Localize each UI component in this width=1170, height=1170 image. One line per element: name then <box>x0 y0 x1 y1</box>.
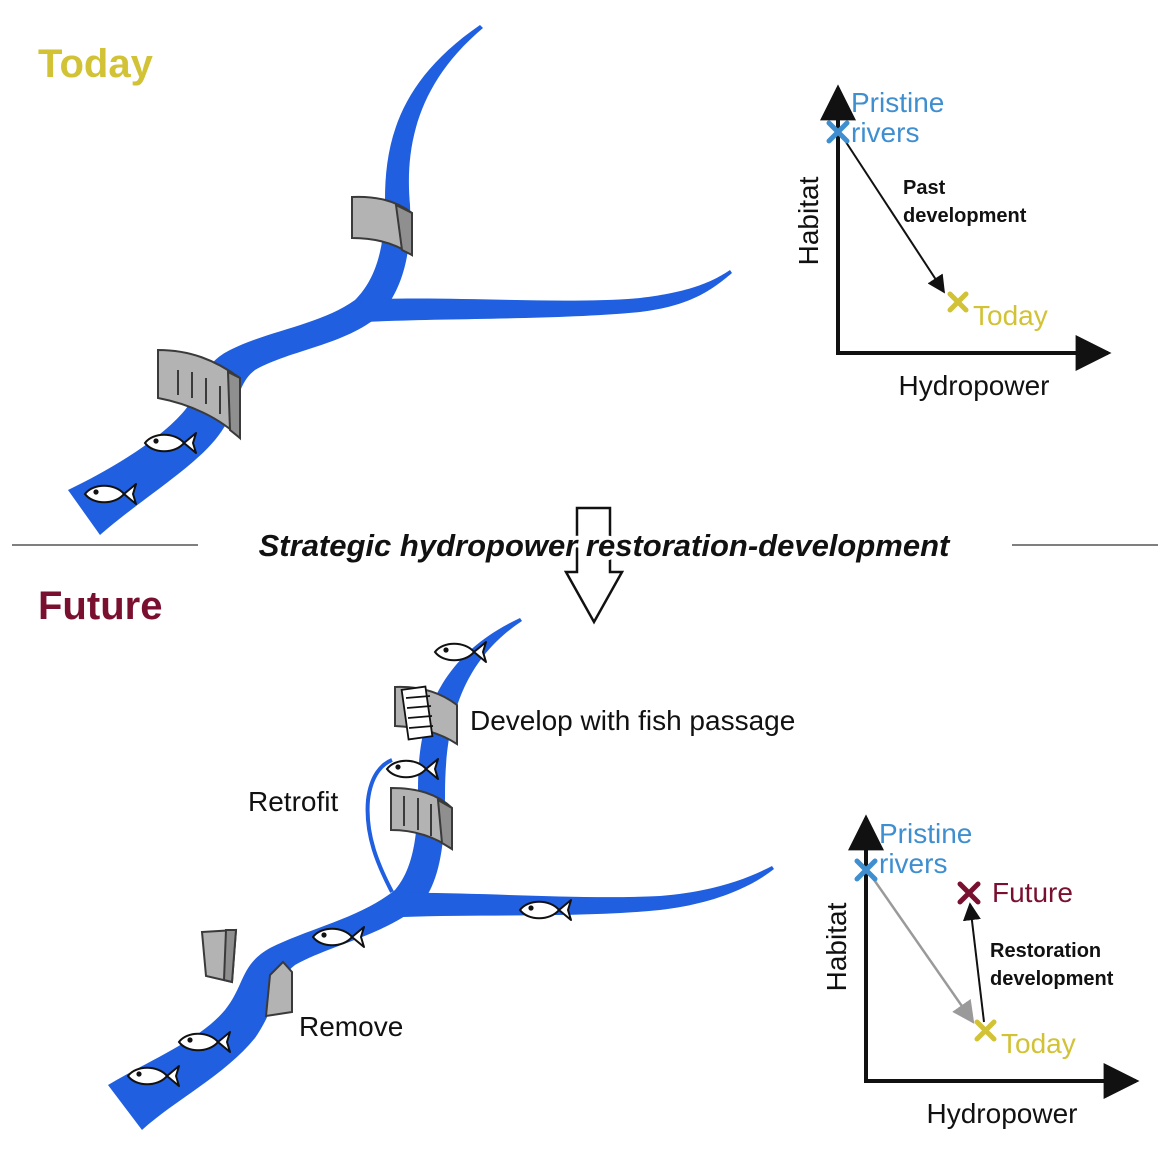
today-pristine-label-1: Pristine <box>851 87 944 118</box>
future-remove-label: Remove <box>299 1011 403 1042</box>
future-retrofit-label: Retrofit <box>248 786 338 817</box>
today-chart-x-label: Hydropower <box>899 370 1050 401</box>
divider: Strategic hydropower restoration-develop… <box>12 506 1158 625</box>
future-river-tributary <box>398 866 774 917</box>
today-river-main <box>68 25 483 535</box>
future-pristine-label-1: Pristine <box>879 818 972 849</box>
future-develop-label: Develop with fish passage <box>470 705 795 736</box>
future-pristine-label-2: rivers <box>879 848 947 879</box>
future-dam-develop <box>394 685 458 746</box>
today-dam-upper <box>351 195 413 257</box>
today-arrow-label-1: Past <box>903 177 946 199</box>
future-pristine-marker <box>854 858 878 882</box>
future-today-label: Today <box>1001 1028 1076 1059</box>
today-arrow-label-2: development <box>903 205 1027 227</box>
future-dam-retrofit <box>390 786 453 851</box>
future-river-main <box>108 618 522 1130</box>
future-river-bypass <box>365 758 394 893</box>
future-title: Future <box>38 584 162 628</box>
down-arrow-icon <box>563 506 625 625</box>
future-arrow-label-2: development <box>990 968 1114 990</box>
today-dam-lower <box>157 348 241 441</box>
future-today-marker <box>974 1019 997 1042</box>
divider-label: Strategic hydropower restoration-develop… <box>259 528 951 563</box>
future-chart-y-label: Habitat <box>821 902 852 991</box>
today-past-development-arrow <box>841 135 945 294</box>
today-pristine-marker <box>826 120 850 144</box>
future-chart: Habitat Hydropower Pristine rivers Futur… <box>821 814 1140 1129</box>
today-today-marker <box>947 291 969 313</box>
future-dam-removed <box>200 928 293 1018</box>
today-river-network <box>68 25 732 535</box>
fish-ladder-icon <box>400 685 434 741</box>
future-past-development-arrow <box>868 873 975 1024</box>
future-future-marker <box>957 881 981 905</box>
today-pristine-label-2: rivers <box>851 117 919 148</box>
today-today-label: Today <box>973 300 1048 331</box>
future-future-label: Future <box>992 877 1073 908</box>
future-river-network: Develop with fish passage Retrofit Remov… <box>108 618 795 1130</box>
future-chart-x-label: Hydropower <box>927 1098 1078 1129</box>
today-title: Today <box>38 42 154 86</box>
today-chart: Habitat Hydropower Pristine rivers Past … <box>793 84 1112 401</box>
today-river-tributary <box>360 270 732 322</box>
future-restoration-arrow <box>962 902 985 1023</box>
today-chart-y-label: Habitat <box>793 176 824 265</box>
future-arrow-label-1: Restoration <box>990 940 1101 962</box>
